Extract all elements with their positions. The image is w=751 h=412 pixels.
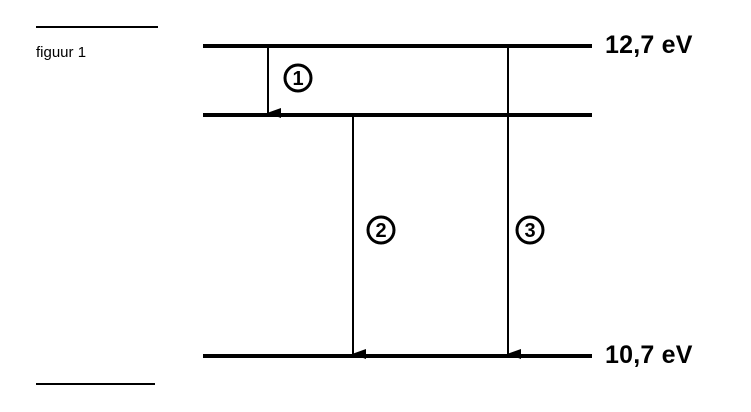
svg-text:3: 3	[524, 220, 535, 242]
energy-label-bottom: 10,7 eV	[605, 341, 693, 369]
transition-label-3: 3	[515, 215, 545, 245]
svg-text:2: 2	[375, 220, 386, 242]
bottom-rule	[36, 383, 155, 385]
figure-caption: figuur 1	[36, 44, 87, 61]
transition-label-2: 2	[366, 215, 396, 245]
top-rule	[36, 26, 158, 28]
svg-text:1: 1	[292, 68, 303, 90]
transition-label-1: 1	[283, 63, 313, 93]
energy-label-top: 12,7 eV	[605, 31, 693, 59]
